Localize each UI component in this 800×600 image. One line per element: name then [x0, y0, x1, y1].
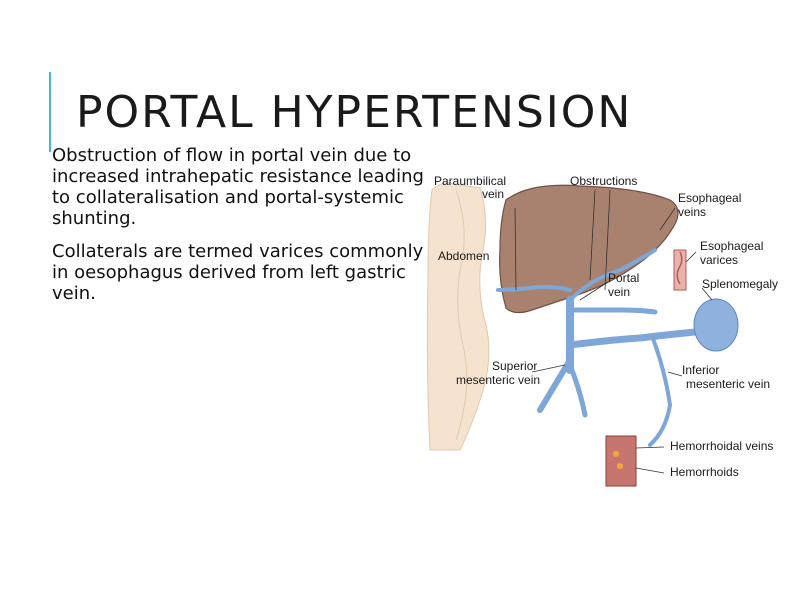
paragraph-obstruction: Obstruction of flow in portal vein due t… [52, 145, 424, 229]
portal-hypertension-diagram: Paraumbilical vein Obstructions Esophage… [420, 160, 800, 500]
title-accent-bar [49, 72, 51, 152]
label-abdomen: Abdomen [438, 249, 489, 263]
spleen [693, 298, 739, 352]
label-esophageal-veins: Esophageal [678, 191, 741, 205]
slide-title: PORTAL HYPERTENSION [76, 87, 633, 138]
esophageal-varices-wave [676, 251, 683, 285]
label-splenomegaly: Splenomegaly [702, 277, 778, 291]
label-portal: Portal [608, 271, 639, 285]
hemorrhoid-vessel [605, 435, 637, 487]
label-superior: Superior [492, 359, 537, 373]
label-esophageal-varices-2: varices [700, 253, 738, 267]
leader-lines [514, 189, 713, 474]
label-paraumbilical: Paraumbilical [434, 174, 506, 188]
label-hemorrhoids: Hemorrhoids [670, 465, 739, 479]
label-esophageal-varices: Esophageal [700, 239, 763, 253]
diagram-svg: Paraumbilical vein Obstructions Esophage… [426, 174, 778, 487]
label-esophageal-veins-2: veins [678, 205, 706, 219]
label-portal-vein: vein [608, 285, 630, 299]
esophageal-varices-vessel [673, 249, 687, 291]
label-hemorrhoidal-veins: Hemorrhoidal veins [670, 439, 773, 453]
hemorrhoid-nodule-1 [613, 451, 619, 457]
slide-body: Obstruction of flow in portal vein due t… [52, 145, 442, 316]
portal-vein-system [496, 248, 699, 447]
abdomen-wall-line [455, 189, 468, 441]
label-inferior-mesenteric-vein: mesenteric vein [686, 377, 770, 391]
label-paraumbilical-vein: vein [482, 187, 504, 201]
label-superior-mesenteric-vein: mesenteric vein [456, 373, 540, 387]
hemorrhoid-nodule-2 [617, 463, 623, 469]
paragraph-collaterals: Collaterals are termed varices commonly … [52, 241, 424, 304]
label-inferior: Inferior [682, 363, 719, 377]
label-obstructions: Obstructions [570, 174, 637, 188]
liver-shape [499, 184, 679, 314]
